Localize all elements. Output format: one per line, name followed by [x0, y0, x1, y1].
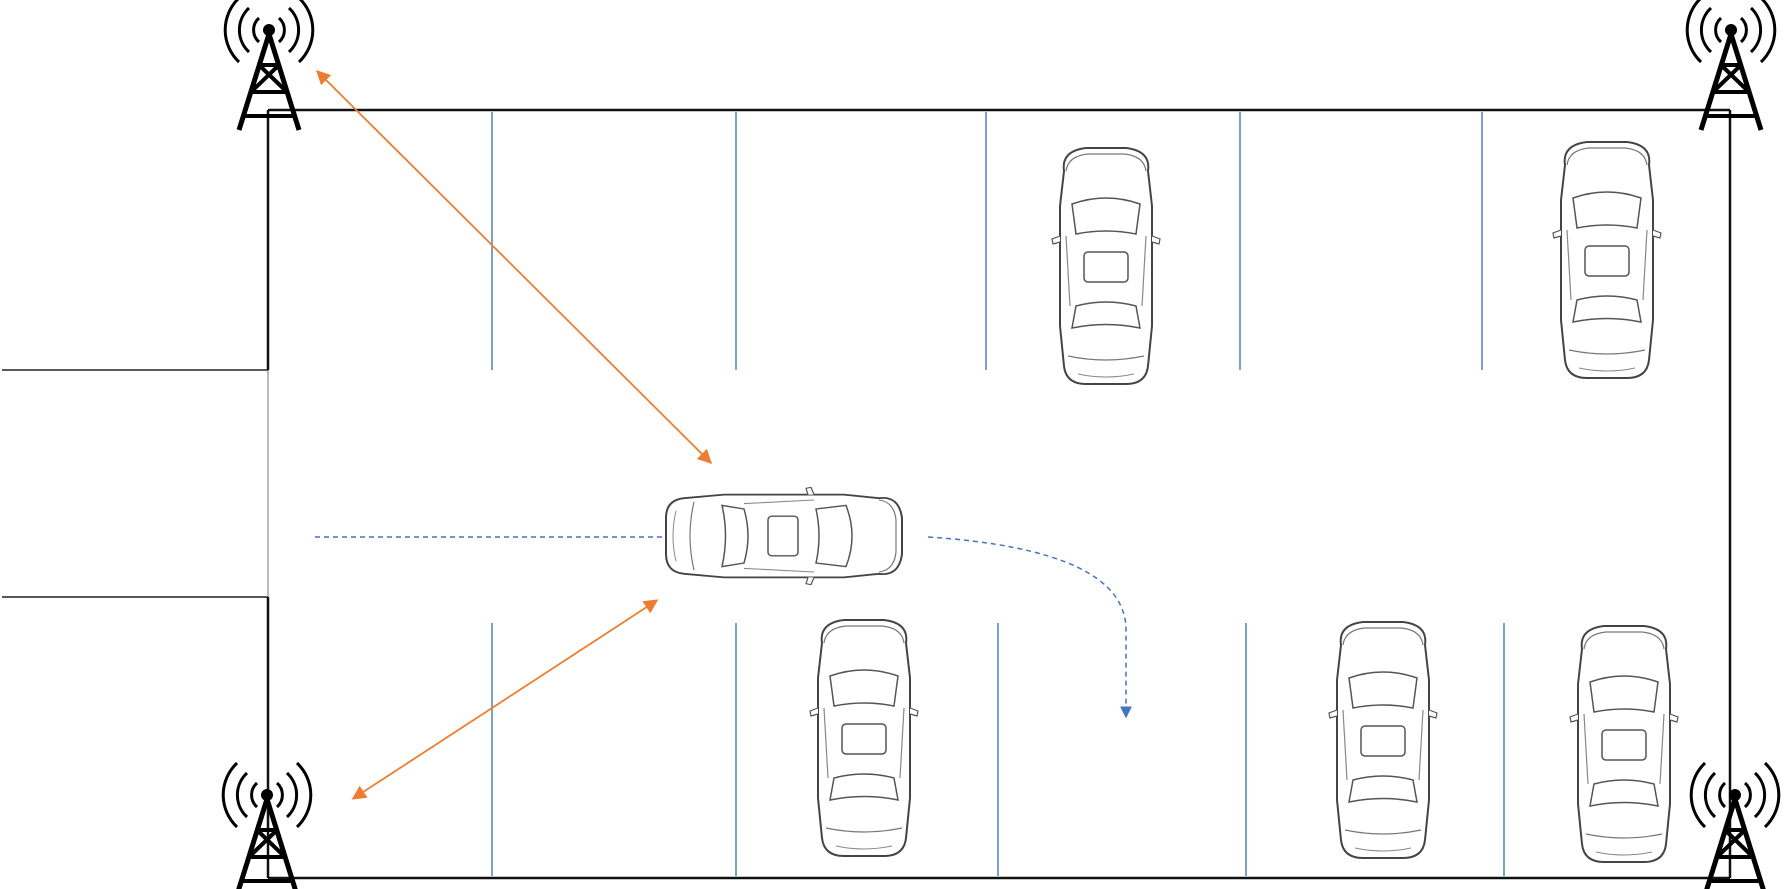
parked-car	[1569, 625, 1679, 863]
radio-tower-icon	[1691, 763, 1779, 889]
driving-path	[315, 536, 1132, 719]
entrance-road	[2, 369, 268, 598]
signal-arrow-bottom-left	[351, 599, 659, 800]
signal-arrow-top-left	[315, 69, 713, 465]
signal-links	[315, 69, 713, 800]
lot-outline	[266, 108, 1732, 880]
parked-car	[809, 619, 919, 857]
parked-car	[1328, 621, 1438, 859]
moving-car	[665, 486, 903, 586]
turn-path	[927, 536, 1132, 719]
parked-car	[1552, 141, 1662, 379]
parked-car	[1051, 147, 1161, 385]
